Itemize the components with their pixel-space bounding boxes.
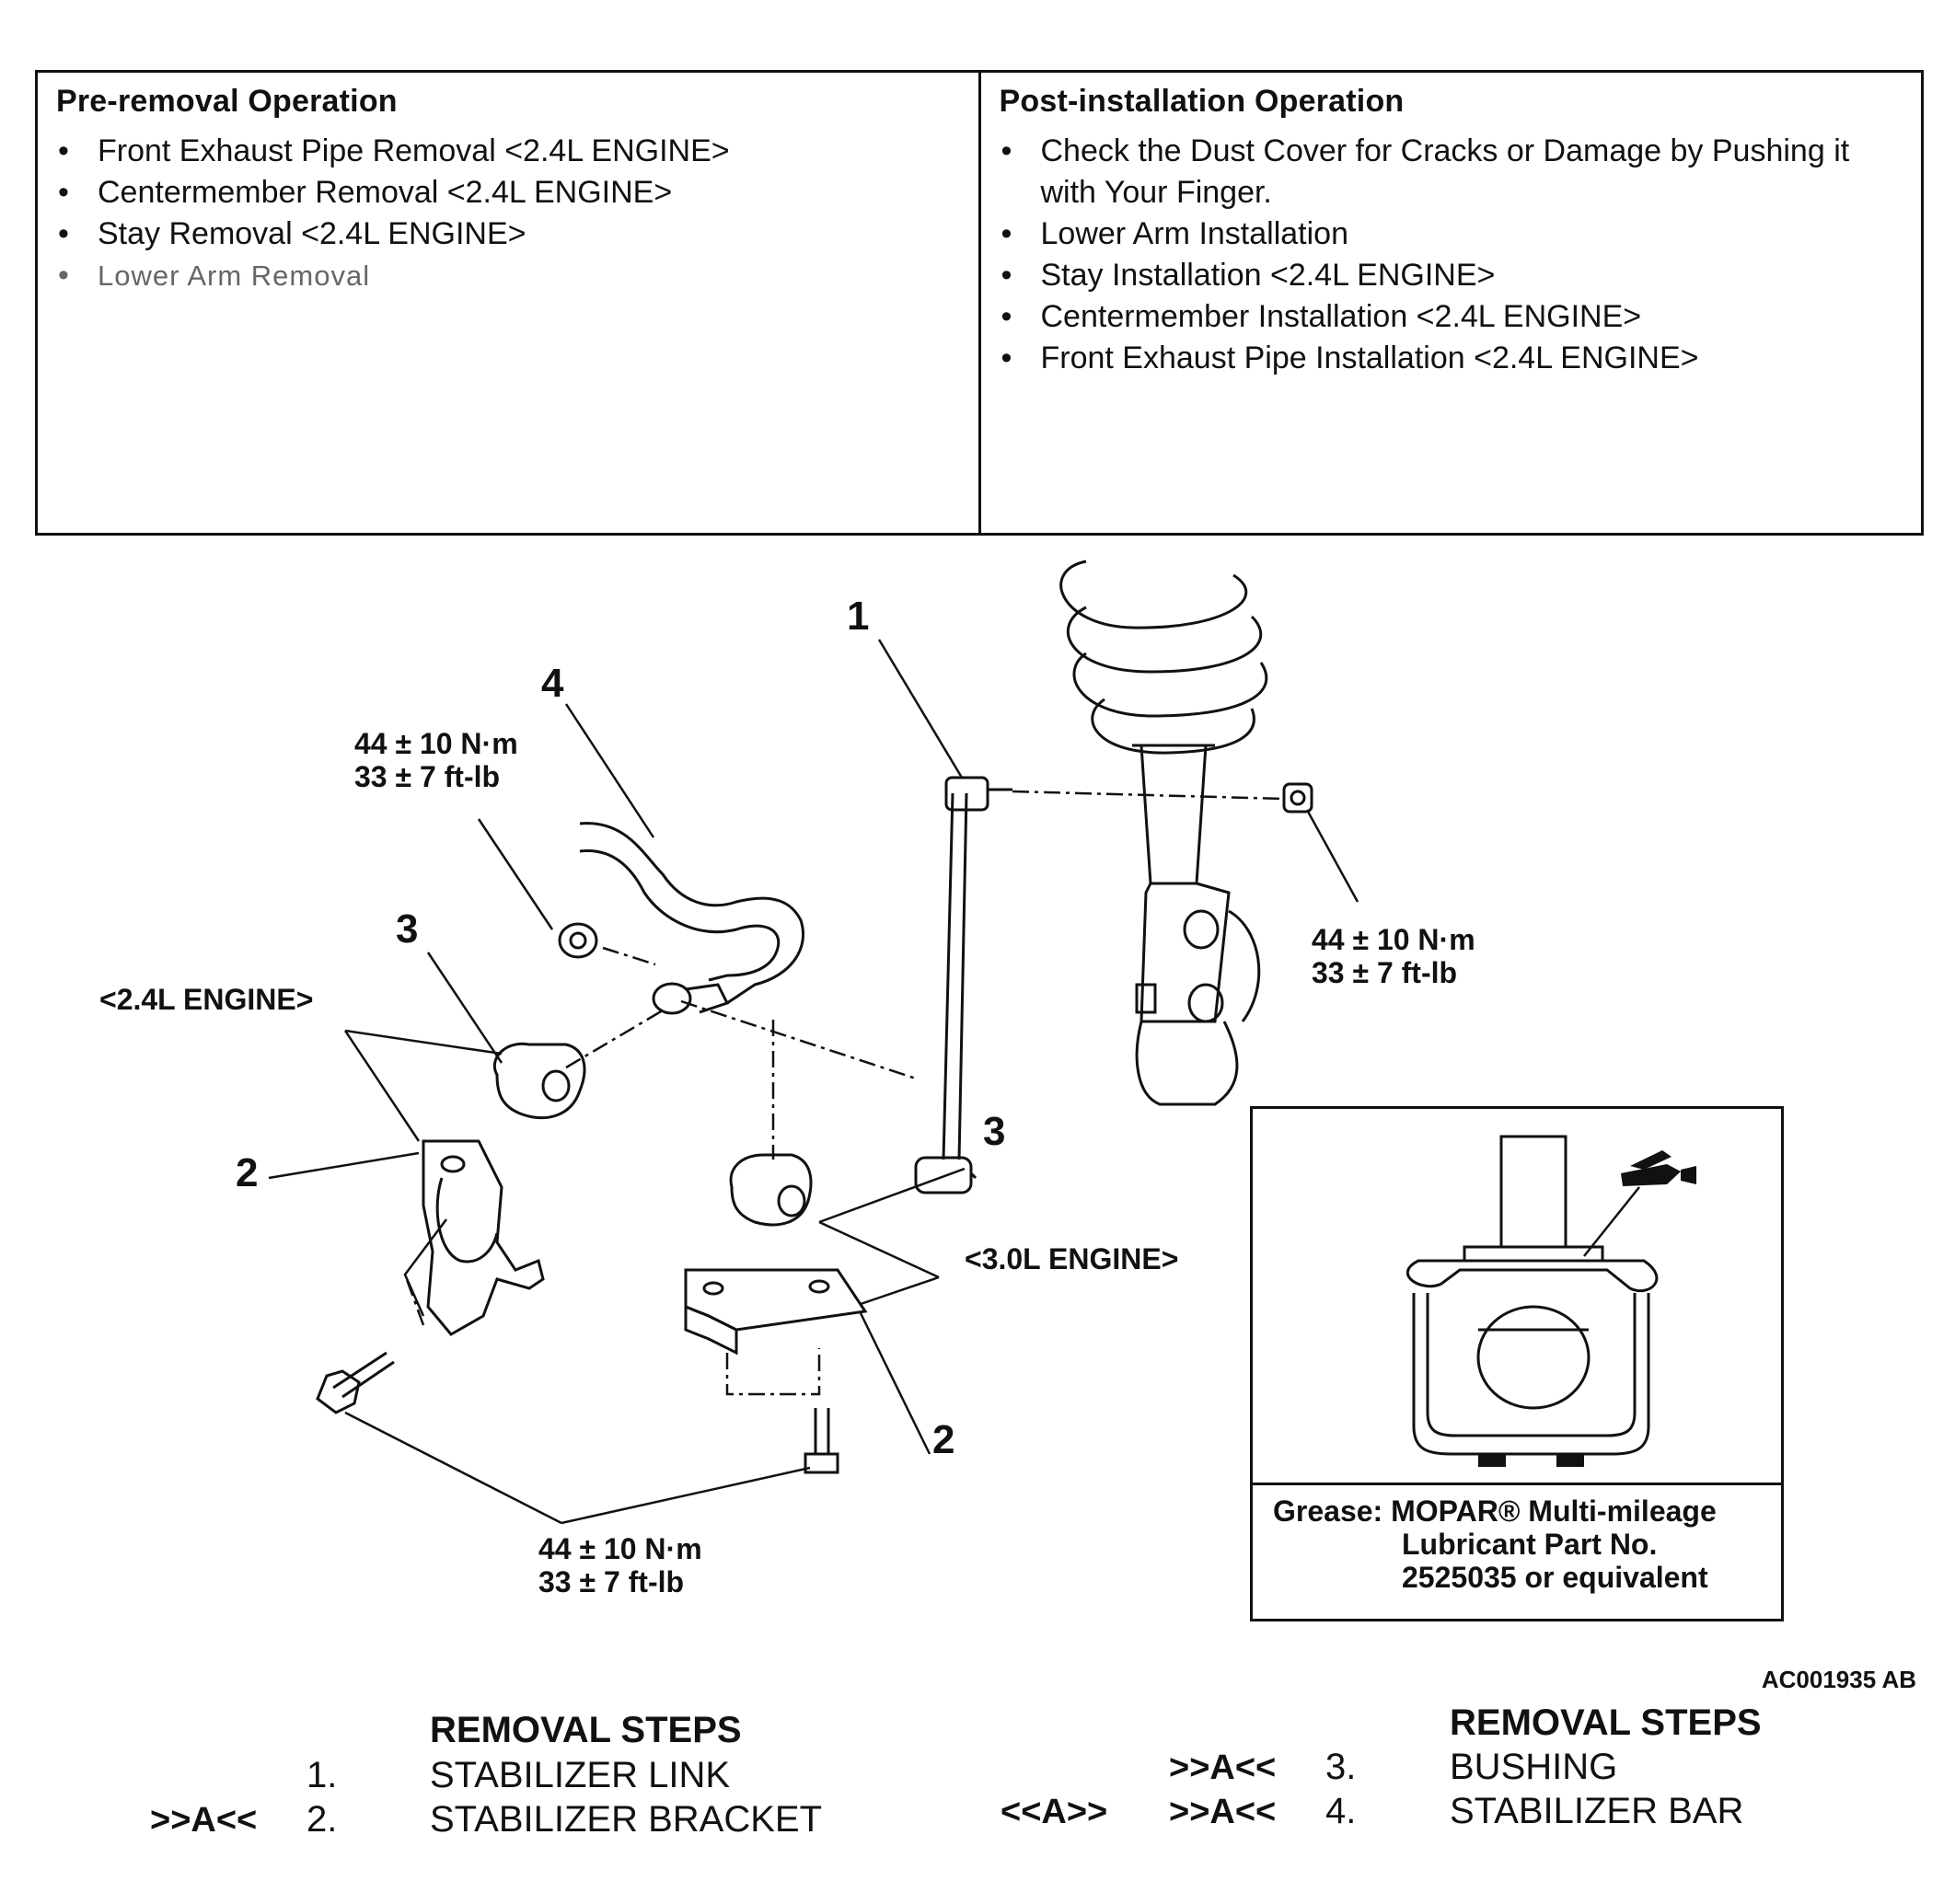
figure-id: AC001935 AB <box>1761 1666 1916 1693</box>
alignment-lines <box>403 790 1285 1396</box>
engine-label-30l: <3.0L ENGINE> <box>965 1242 1179 1275</box>
callout-4: 4 <box>541 661 564 706</box>
pre-removal-column: Pre-removal Operation Front Exhaust Pipe… <box>38 73 978 533</box>
post-installation-list: Check the Dust Cover for Cracks or Damag… <box>1000 131 1903 379</box>
step-mark: >>A<< <box>1169 1748 1277 1787</box>
bracket-24l <box>422 1139 545 1336</box>
step-mark-install: <<A>> <box>1001 1793 1108 1831</box>
nut-strut <box>1282 782 1313 814</box>
torque-ftlb: 33 ± 7 ft-lb <box>354 760 501 793</box>
pre-removal-item: Stay Removal <2.4L ENGINE> <box>56 213 960 255</box>
post-installation-item: Lower Arm Installation <box>1000 213 1903 255</box>
stabilizer-link <box>914 776 1012 1194</box>
callout-3-upper: 3 <box>396 906 419 952</box>
pre-removal-item: Front Exhaust Pipe Removal <2.4L ENGINE> <box>56 131 960 172</box>
pre-removal-list: Front Exhaust Pipe Removal <2.4L ENGINE>… <box>56 131 960 296</box>
pre-removal-title: Pre-removal Operation <box>56 84 398 119</box>
nut-upper-left <box>558 922 598 959</box>
torque-ftlb: 33 ± 7 ft-lb <box>1312 956 1458 989</box>
callout-1: 1 <box>847 594 870 639</box>
torque-nm: 44 ± 10 N·m <box>538 1532 702 1565</box>
pre-removal-item: Lower Arm Removal <box>56 255 960 296</box>
pre-removal-item: Centermember Removal <2.4L ENGINE> <box>56 172 960 213</box>
post-installation-title: Post-installation Operation <box>999 84 1405 119</box>
step-mark: >>A<< <box>1169 1793 1277 1831</box>
callout-2-left: 2 <box>236 1150 259 1195</box>
step-name: BUSHING <box>1450 1747 1618 1787</box>
torque-spec-bolt: 44 ± 10 N·m 33 ± 7 ft-lb <box>538 1532 702 1598</box>
torque-ftlb: 33 ± 7 ft-lb <box>538 1565 685 1598</box>
post-installation-item: Front Exhaust Pipe Installation <2.4L EN… <box>1000 338 1903 379</box>
grease-leader <box>1583 1186 1640 1257</box>
grease-caption: Grease: MOPAR® Multi-mileage Lubricant P… <box>1253 1483 1781 1619</box>
post-installation-item: Stay Installation <2.4L ENGINE> <box>1000 255 1903 296</box>
ball-joint-grease-inset: Grease: MOPAR® Multi-mileage Lubricant P… <box>1250 1106 1784 1621</box>
diagram-drawing <box>268 560 1359 1525</box>
coil-spring <box>1059 560 1268 755</box>
step-mark: >>A<< <box>150 1801 258 1840</box>
grease-line-2: Lubricant Part No. <box>1402 1528 1658 1561</box>
leader-lines <box>268 639 1359 1525</box>
engine-label-24l: <2.4L ENGINE> <box>99 983 314 1016</box>
grease-line-3: 2525035 or equivalent <box>1402 1561 1708 1594</box>
bolt-30l <box>804 1408 839 1474</box>
step-number: 3. <box>1325 1747 1357 1787</box>
strut-assembly <box>1135 744 1261 1106</box>
post-installation-column: Post-installation Operation Check the Du… <box>978 73 1922 533</box>
callout-2-right: 2 <box>932 1417 955 1462</box>
torque-nm: 44 ± 10 N·m <box>354 727 518 760</box>
bushing-24l <box>493 1042 586 1120</box>
post-installation-item: Centermember Installation <2.4L ENGINE> <box>1000 296 1903 338</box>
step-name: STABILIZER BAR <box>1450 1791 1744 1831</box>
grease-line-1: Grease: MOPAR® Multi-mileage <box>1273 1494 1717 1528</box>
torque-spec-nut: 44 ± 10 N·m 33 ± 7 ft-lb <box>354 727 518 793</box>
bushing-30l <box>729 1153 813 1227</box>
step-number: 1. <box>307 1755 338 1795</box>
stabilizer-exploded-diagram: 1 4 3 2 3 2 44 ± 10 N·m 33 ± 7 ft-lb 44 … <box>0 543 1955 1647</box>
ball-joint-studs <box>1478 1454 1584 1467</box>
callout-3-lower: 3 <box>983 1109 1006 1154</box>
torque-nm: 44 ± 10 N·m <box>1312 923 1475 956</box>
ball-joint-drawing <box>1406 1135 1696 1467</box>
step-number: 2. <box>307 1799 338 1840</box>
removal-steps-heading-left: REMOVAL STEPS <box>430 1710 742 1750</box>
bolt-24l <box>316 1351 395 1414</box>
operations-table: Pre-removal Operation Front Exhaust Pipe… <box>35 70 1924 536</box>
step-number: 4. <box>1325 1791 1357 1831</box>
bracket-30l <box>684 1268 868 1356</box>
stabilizer-bar <box>579 822 805 1015</box>
torque-spec-strut: 44 ± 10 N·m 33 ± 7 ft-lb <box>1312 923 1475 989</box>
step-name: STABILIZER BRACKET <box>430 1799 823 1840</box>
removal-steps-heading-right: REMOVAL STEPS <box>1450 1702 1762 1743</box>
grease-gun-icon <box>1621 1150 1696 1186</box>
step-name: STABILIZER LINK <box>430 1755 731 1795</box>
post-installation-item: Check the Dust Cover for Cracks or Damag… <box>1000 131 1903 213</box>
